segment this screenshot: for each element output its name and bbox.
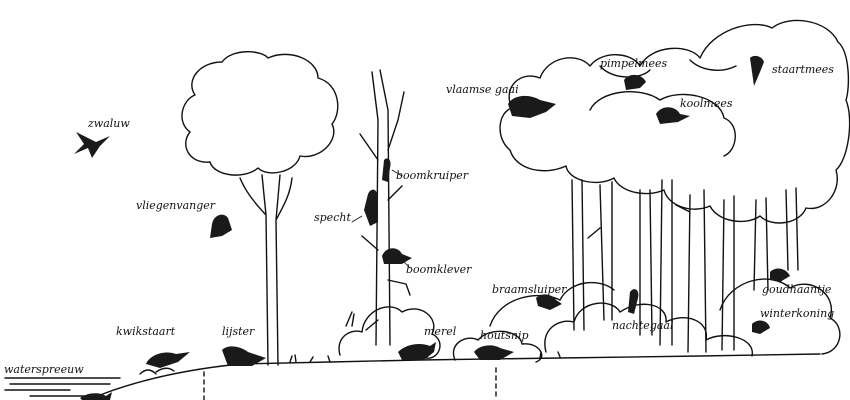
ground-line	[100, 354, 820, 395]
wagtail-bird	[146, 352, 190, 368]
blackcap-bird	[536, 294, 562, 310]
blue-tit-bird	[624, 75, 646, 90]
label-vlaamse-gaai: vlaamse gaai	[446, 84, 519, 95]
label-braamsluiper: braamsluiper	[492, 284, 566, 295]
flycatcher-bird	[210, 215, 232, 238]
wren-bird	[752, 321, 770, 334]
goldcrest-bird	[770, 269, 790, 282]
woodpecker-bird	[364, 190, 378, 226]
label-koolmees: koolmees	[680, 98, 733, 109]
leader-specht	[352, 216, 362, 222]
label-merel: merel	[424, 326, 456, 337]
nuthatch-bird	[382, 248, 412, 264]
label-winterkoning: winterkoning	[760, 308, 834, 319]
jay-bird	[508, 96, 556, 118]
bank-stones	[140, 368, 174, 374]
label-goudhaantje: goudhaantje	[762, 284, 831, 295]
label-zwaluw: zwaluw	[88, 118, 130, 129]
dipper-bird	[80, 392, 112, 400]
label-specht: specht	[314, 212, 351, 223]
label-nachtegaal: nachtegaal	[612, 320, 674, 331]
label-kwikstaart: kwikstaart	[116, 326, 175, 337]
woodcock-bird	[474, 345, 514, 360]
long-tailed-tit-bird	[750, 56, 764, 86]
label-boomklever: boomklever	[406, 264, 471, 275]
nightingale-bird	[628, 289, 638, 314]
label-houtsnip: houtsnip	[480, 330, 529, 341]
tree-1-crown	[182, 52, 338, 175]
label-lijster: lijster	[222, 326, 254, 337]
swallow-bird	[74, 132, 110, 158]
label-waterspreeuw: waterspreeuw	[4, 364, 84, 375]
label-staartmees: staartmees	[772, 64, 834, 75]
label-pimpelmees: pimpelmees	[600, 58, 667, 69]
label-boomkruiper: boomkruiper	[396, 170, 468, 181]
label-vliegenvanger: vliegenvanger	[136, 200, 215, 211]
